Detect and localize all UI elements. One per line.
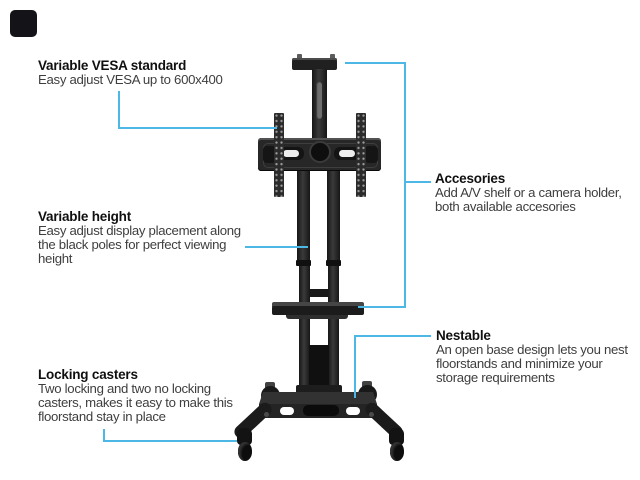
nestable-line-vertical xyxy=(354,335,356,398)
casters-callout-line-vertical xyxy=(103,429,105,442)
base-cutout-right xyxy=(346,407,360,415)
callout-nestable-body: An open base design lets you nest floors… xyxy=(436,342,628,385)
base-top-face xyxy=(259,392,377,404)
front-caster-left-housing xyxy=(237,428,252,445)
camera-shelf-screw-left xyxy=(297,54,302,59)
upper-column-right xyxy=(327,170,340,265)
front-caster-right-housing xyxy=(389,428,404,445)
base-cutout-left xyxy=(280,407,294,415)
mount-bar-endcap-right xyxy=(365,146,378,163)
lower-back-panel xyxy=(309,345,329,393)
leg-bolt-left xyxy=(264,412,269,417)
lower-column-left xyxy=(299,266,310,393)
column-collar-right xyxy=(326,260,341,266)
accessories-line-vertical xyxy=(404,62,406,308)
accessories-line-branch xyxy=(404,181,431,183)
top-pole-slot xyxy=(316,82,322,119)
callout-vesa-title: Variable VESA standard xyxy=(38,58,187,73)
callout-height-body: Easy adjust display placement along the … xyxy=(38,223,241,266)
front-caster-right-wheel xyxy=(390,442,404,461)
vesa-callout-line-horizontal xyxy=(118,127,277,129)
brand-logo xyxy=(10,10,37,37)
vesa-rail-left xyxy=(274,113,284,197)
mount-bar-endcap-left xyxy=(263,146,276,163)
nestable-line-horizontal xyxy=(355,335,431,337)
casters-callout-line-horizontal xyxy=(103,440,237,442)
callout-nestable-title: Nestable xyxy=(436,328,491,343)
callout-accessories-body: Add A/V shelf or a camera holder, both a… xyxy=(435,185,622,214)
callout-vesa-body: Easy adjust VESA up to 600x400 xyxy=(38,72,223,87)
mount-slot-right xyxy=(339,150,355,157)
callout-casters: Locking casters Two locking and two no l… xyxy=(38,368,233,424)
callout-accessories: Accesories Add A/V shelf or a camera hol… xyxy=(435,172,622,214)
rear-caster-left-cap xyxy=(265,382,275,389)
camera-shelf-screw-right xyxy=(330,54,335,59)
av-shelf-top xyxy=(272,302,364,307)
callout-vesa: Variable VESA standard Easy adjust VESA … xyxy=(38,59,223,87)
height-callout-line xyxy=(245,246,308,248)
upper-column-left xyxy=(297,170,310,265)
rear-caster-right-cap xyxy=(362,381,372,388)
callout-nestable: Nestable An open base design lets you ne… xyxy=(436,329,628,385)
mount-slot-left xyxy=(283,150,299,157)
callout-height: Variable height Easy adjust display plac… xyxy=(38,210,241,266)
callout-height-title: Variable height xyxy=(38,209,132,224)
base-center-recess xyxy=(303,405,339,416)
vesa-rail-right xyxy=(356,113,366,197)
callout-casters-title: Locking casters xyxy=(38,367,138,382)
vesa-callout-line-vertical xyxy=(118,91,120,129)
av-shelf-bracket xyxy=(286,315,348,319)
column-crossbar xyxy=(310,289,328,297)
front-caster-left-wheel xyxy=(238,442,252,461)
av-shelf-front xyxy=(272,306,364,315)
accessories-line-shelf xyxy=(358,306,406,308)
column-collar-left xyxy=(296,260,311,266)
camera-shelf xyxy=(292,58,337,70)
callout-casters-body: Two locking and two no locking casters, … xyxy=(38,381,233,424)
leg-bolt-right xyxy=(369,412,374,417)
mount-center-hole xyxy=(309,141,331,163)
accessories-line-top xyxy=(345,62,406,64)
lower-column-right xyxy=(328,266,339,393)
callout-accessories-title: Accesories xyxy=(435,171,506,186)
